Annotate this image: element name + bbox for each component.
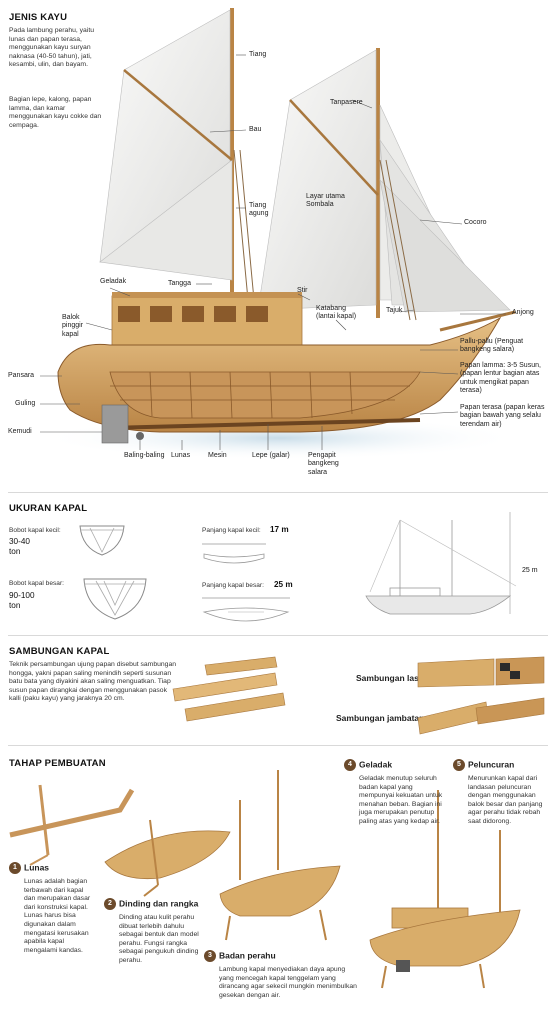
panjang-kecil-label: Panjang kapal kecil: [202,527,261,534]
jenis-kayu-title: JENIS KAYU [9,12,68,23]
label-pansara: Pansara [8,372,35,379]
jenis-kayu-text-1: Pada lambung perahu, yaitu lunas dan pap… [9,27,95,69]
step-1-text: Lunas adalah bagian terbawah dari kapal … [24,878,91,954]
small-boat-plan [202,543,266,564]
step-2-text: Dinding atau kulit perahu dibuat terlebi… [119,914,199,964]
ship-profile [365,512,517,615]
ship-illustration [40,8,520,460]
step-1-title-text: Lunas [24,862,50,873]
label-guling: Guling [15,400,36,407]
bobot-kecil-label: Bobot kapal kecil: [9,527,61,534]
label-cocoro: Cocoro [464,219,487,226]
bobot-besar-value: 90-100 [9,591,35,600]
step-4-number: 4 [344,759,356,771]
hull-section-small [79,525,125,556]
label-papan-lamma: Papan lamma: 3-5 Susun, (papan lentur ba… [460,362,541,395]
label-tanpasere: Tanpasere [330,99,363,106]
step-4-text: Geladak menutup seluruh badan kapal yang… [359,775,443,825]
label-papan-terasa: Papan terasa (papan keras bagian bawah y… [460,404,545,428]
label-kemudi: Kemudi [8,428,32,435]
label-baling: Baling-baling [124,452,165,459]
bobot-besar-label: Bobot kapal besar: [9,580,64,587]
panjang-besar-label: Panjang kapal besar: [202,582,264,589]
panjang-besar-value: 25 m [274,580,293,589]
step-3-number: 3 [204,950,216,962]
label-geladak: Geladak [100,278,127,285]
divider-1 [8,492,548,493]
bobot-kecil-value: 30-40 [9,537,30,546]
step-3-text: Lambung kapal menyediakan daya apung yan… [219,966,357,999]
bobot-besar-unit: ton [9,601,21,610]
sambungan-laso-label: Sambungan laso [356,673,425,683]
label-lunas: Lunas [171,452,191,459]
label-pengapit: Pengapit bangkeng salara [308,452,339,476]
label-lepe: Lepe (galar) [252,452,290,459]
sambungan-kapal-title: SAMBUNGAN KAPAL [9,646,110,657]
label-anjong: Anjong [512,309,534,316]
step-5-text: Menurunkan kapal dari landasan peluncura… [468,775,543,825]
label-stir: Stir [297,287,308,294]
height-label: 25 m [522,567,538,574]
step-2-title-text: Dinding dan rangka [119,898,199,909]
label-katabang: Katabang (lantai kapal) [316,305,357,321]
step-5-number: 5 [453,759,465,771]
label-tiang-agung: Tiang agung [249,202,269,218]
step-3-title-text: Badan perahu [219,950,276,961]
divider-2 [8,635,548,636]
label-tajuk: Tajuk [386,307,403,314]
jenis-kayu-text-2: Bagian lepe, kalong, papan lamma, dan ka… [9,96,102,129]
step-4-title-text: Geladak [359,759,393,770]
tahap-pembuatan-title: TAHAP PEMBUATAN [9,758,106,769]
label-bau: Bau [249,126,262,133]
bobot-kecil-unit: ton [9,547,21,556]
panjang-kecil-value: 17 m [270,525,289,534]
label-mesin: Mesin [208,452,227,459]
joint-jambatang-illustration [417,697,545,735]
sambungan-jambatang-label: Sambungan jambatang [336,713,430,723]
ukuran-kapal-title: UKURAN KAPAL [9,503,88,514]
label-tangga: Tangga [168,280,191,287]
step-1-number: 1 [9,862,21,874]
large-boat-plan [202,597,290,622]
label-pallu: Pallu-pallu (Penguat bangkeng salara) [460,338,524,354]
sambungan-text: Teknik persambungan ujung papan disebut … [9,661,177,703]
divider-3 [8,745,548,746]
hull-section-large [83,578,147,620]
label-balok: Balok pinggir kapal [62,314,84,338]
plank-joint-illustration [172,656,286,722]
joint-laso-illustration [417,656,545,688]
label-layar-utama: Layar utama Sombala [306,193,345,209]
step-5-title-text: Peluncuran [468,759,515,770]
label-tiang: Tiang [249,51,267,58]
step-2-number: 2 [104,898,116,910]
stages-illustration [9,770,521,989]
